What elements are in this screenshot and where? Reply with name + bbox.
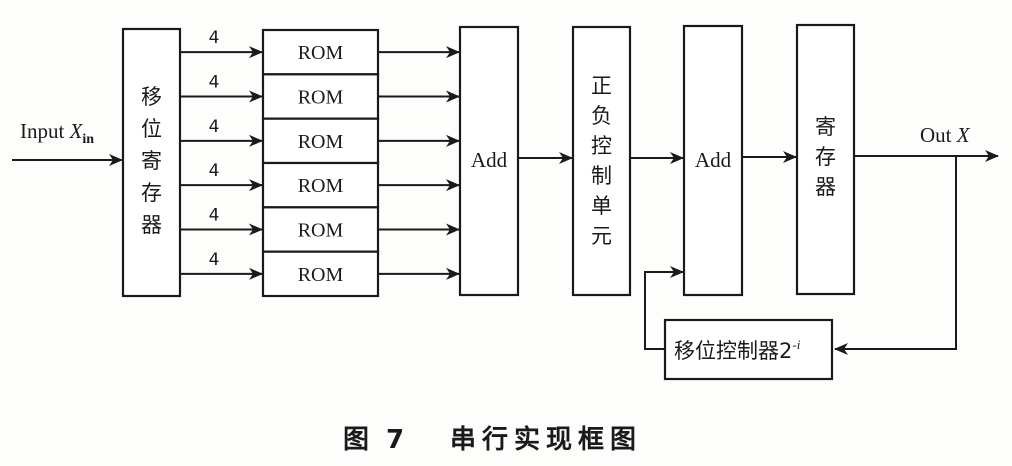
- bus-line: 4: [180, 250, 263, 280]
- rom-unit: ROM: [261, 206, 380, 253]
- shift-controller-to-adder2: [644, 266, 684, 350]
- adder-2-block: Add: [682, 24, 744, 297]
- input-signal: Input Xin: [12, 119, 123, 166]
- bus-line: 4: [180, 28, 263, 59]
- input-label: Input Xin: [20, 119, 94, 147]
- sign-control-char: 元: [591, 224, 612, 248]
- shift-register-char: 器: [141, 213, 162, 237]
- bus-width-label: 4: [209, 73, 220, 93]
- rom-unit: ROM: [261, 250, 380, 298]
- rom-label: ROM: [298, 264, 344, 286]
- bus-line: 4: [180, 117, 263, 147]
- register-block: 寄存器: [795, 23, 856, 296]
- sign-control-char: 正: [591, 74, 612, 98]
- rom-box: [261, 28, 380, 76]
- adder-2-label: Add: [695, 148, 732, 172]
- rom-unit: ROM: [261, 161, 380, 209]
- adder-1-box: [458, 25, 520, 297]
- rom-box: [261, 161, 380, 209]
- sign-control-char: 负: [591, 104, 612, 128]
- output-signal: Out X: [854, 123, 999, 162]
- rom-output-arrows: [378, 46, 460, 280]
- register-char: 存: [815, 145, 836, 169]
- figure-caption: 图 7 串行实现框图: [343, 424, 642, 455]
- bus-width-label: 4: [209, 117, 220, 137]
- register-box: [795, 23, 856, 296]
- shift-register-char: 存: [141, 181, 162, 205]
- bus-line: 4: [180, 161, 263, 192]
- rom-box: [261, 73, 380, 120]
- rom-label: ROM: [298, 220, 344, 242]
- shift-controller-block: 移位控制器2-i: [663, 318, 834, 381]
- adder-1-block: Add: [458, 25, 520, 297]
- rom-unit: ROM: [261, 117, 380, 165]
- sign-control-char: 控: [591, 134, 612, 158]
- rom-label: ROM: [298, 175, 344, 197]
- bus-width-label: 4: [209, 250, 220, 270]
- bus-width-label: 4: [209, 161, 220, 181]
- shift-register-char: 位: [141, 117, 162, 141]
- register-char: 寄: [815, 115, 836, 139]
- output-label: Out X: [920, 123, 971, 147]
- rom-box: [261, 206, 380, 253]
- caption-title: 串行实现框图: [450, 424, 642, 455]
- rom-stack: ROM ROM ROM ROM ROM ROM: [261, 28, 380, 298]
- register-label: 寄存器: [815, 115, 836, 199]
- shift-register-box: [121, 27, 182, 298]
- bus-width-label: 4: [209, 206, 220, 226]
- rom-label: ROM: [298, 131, 344, 153]
- shift-controller-label: 移位控制器2-i: [674, 337, 801, 363]
- shift-register-char: 寄: [141, 149, 162, 173]
- caption-figure-number: 图 7: [343, 425, 408, 455]
- rom-label: ROM: [298, 87, 344, 109]
- rom-label: ROM: [298, 42, 344, 64]
- bus-line: 4: [180, 73, 263, 103]
- register-char: 器: [815, 175, 836, 199]
- shift-register-char: 移: [141, 85, 162, 109]
- adder-1-label: Add: [471, 148, 508, 172]
- sign-control-char: 单: [591, 194, 612, 218]
- rom-unit: ROM: [261, 28, 380, 76]
- sign-control-char: 制: [591, 164, 612, 188]
- bus-width-label: 4: [209, 28, 220, 48]
- shift-controller-box: [663, 318, 834, 381]
- rom-unit: ROM: [261, 73, 380, 120]
- feedback-to-shift-controller: [834, 156, 957, 355]
- sign-control-box: [571, 25, 632, 297]
- bus-line: 4: [180, 206, 263, 236]
- bus-arrows: 4 4 4 4 4 4: [180, 28, 263, 280]
- adder-2-box: [682, 24, 744, 297]
